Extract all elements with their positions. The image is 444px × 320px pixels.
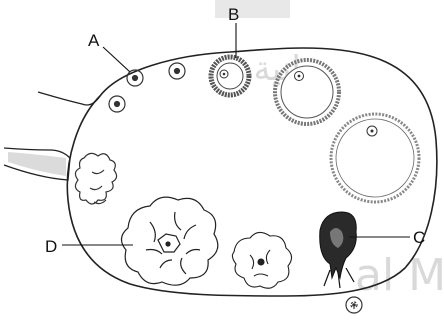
graafian-follicle [331,114,419,202]
leader-line-a [103,47,130,72]
secondary-follicle-b [211,57,249,95]
label-d: D [45,237,57,256]
label-c: C [413,228,425,247]
released-ovum [346,297,362,313]
corpus-albicans [75,153,116,204]
primary-follicle [109,96,125,112]
regressing-corpus-luteum [232,232,291,288]
primary-follicle [169,63,185,79]
antral-follicle [275,60,339,124]
watermark-latin: al M [355,250,444,301]
ligament-stipple [8,152,66,176]
watermark-block [215,0,290,18]
ligament-upper [38,92,100,105]
label-a: A [88,31,100,50]
corpus-luteum-d [121,197,217,285]
ruptured-follicle-c [320,212,357,288]
label-b: B [228,5,239,24]
